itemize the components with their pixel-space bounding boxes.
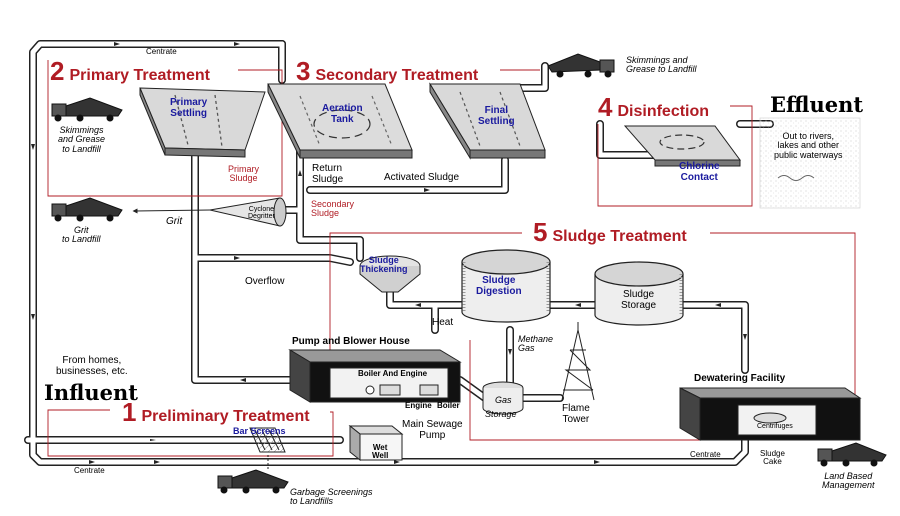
- sludge-cake-label: Sludge Cake: [760, 449, 785, 467]
- stage-3-label: Secondary Treatment: [315, 67, 479, 84]
- gas-label: Gas: [495, 395, 512, 405]
- receiving-water: [759, 117, 861, 209]
- influent-source-label: From homes, businesses, etc.: [56, 355, 128, 377]
- garbage-screenings-label: Garbage Screenings to Landfills: [290, 487, 373, 507]
- cyclone-degritter: [132, 197, 287, 227]
- aeration-tank: [267, 83, 413, 159]
- stage-2-label: Primary Treatment: [69, 67, 210, 84]
- aeration-tank-label: Aeration Tank: [322, 103, 363, 125]
- grit-landfill-label: Grit to Landfill: [62, 225, 101, 245]
- stage-4-label: Disinfection: [617, 103, 710, 120]
- engine-label: Engine: [405, 401, 432, 410]
- effluent-destination-label: Out to rivers, lakes and other public wa…: [774, 131, 843, 160]
- overflow-label: Overflow: [245, 276, 285, 287]
- wet-well-label: Wet Well: [372, 443, 389, 461]
- centrate-bottom-right-label: Centrate: [690, 450, 721, 459]
- flame-tower: [561, 322, 595, 401]
- influent-title: Influent: [44, 380, 138, 405]
- pump-blower-house: [288, 349, 462, 403]
- truck-grit-icon: [51, 197, 123, 222]
- sludge-storage-tank: [594, 261, 684, 326]
- stage-2-number: 2: [50, 56, 65, 86]
- cyclone-degritter-label: Cyclone Degritter: [248, 206, 275, 221]
- gas-storage: [482, 381, 524, 415]
- activated-sludge-label: Activated Sludge: [384, 172, 460, 183]
- stage-1-label: Preliminary Treatment: [141, 408, 310, 425]
- disinfection-stage-box: [597, 105, 753, 207]
- bar-screens: [249, 427, 286, 470]
- stage-3-number: 3: [296, 56, 311, 86]
- wet-well: [348, 424, 404, 462]
- centrate-bottom-left-label: Centrate: [74, 466, 105, 475]
- secondary-sludge-label: Secondary Sludge: [311, 199, 355, 219]
- sludge-digestion-label: Sludge Digestion: [476, 275, 522, 297]
- sludge-storage-label: Sludge Storage: [621, 289, 657, 311]
- pipe-network: [24, 40, 774, 466]
- bar-screens-label: Bar Screens: [233, 426, 286, 436]
- primary-settling-tank: [139, 87, 266, 158]
- land-based-label: Land Based Management: [822, 471, 875, 491]
- skimmings-left-label: Skimmings and Grease to Landfill: [58, 125, 106, 154]
- return-sludge-label: Return Sludge: [312, 163, 344, 185]
- primary-sludge-label: Primary Sludge: [228, 164, 259, 184]
- final-settling-tank: [429, 82, 546, 160]
- storage-label: Storage: [485, 409, 517, 419]
- primary-stage-box: [47, 60, 283, 197]
- boiler-label: Boiler: [437, 401, 460, 410]
- skimmings-top-label: Skimmings and Grease to Landfill: [626, 55, 697, 75]
- stage-5-number: 5: [533, 217, 548, 247]
- stage-1-number: 1: [122, 397, 137, 427]
- preliminary-stage-box: [47, 409, 334, 457]
- dewatering-facility-label: Dewatering Facility: [694, 373, 786, 384]
- chlorine-contact-tank: [623, 125, 741, 167]
- sludge-thickening-label: Sludge Thickening: [360, 255, 408, 275]
- sludge-thickening-tank: [359, 255, 421, 293]
- primary-settling-label: Primary Settling: [170, 97, 208, 119]
- grit-label: Grit: [166, 216, 183, 227]
- boiler-engine-label: Boiler And Engine: [358, 369, 428, 378]
- sludge-digester: [461, 249, 551, 323]
- pump-blower-house-label: Pump and Blower House: [292, 336, 410, 347]
- flame-tower-label: Flame Tower: [562, 403, 590, 425]
- methane-gas-label: Methane Gas: [518, 334, 554, 354]
- truck-garbage-icon: [217, 469, 289, 494]
- truck-skimmings-left-icon: [51, 97, 123, 122]
- chlorine-contact-label: Chlorine Contact: [679, 161, 720, 183]
- stage-5-label: Sludge Treatment: [552, 228, 687, 245]
- centrate-top-label: Centrate: [146, 47, 177, 56]
- effluent-title: Effluent: [770, 92, 864, 117]
- truck-land-based-icon: [817, 442, 887, 467]
- centrifuges-label: Centrifuges: [757, 423, 793, 430]
- main-sewage-pump-label: Main Sewage Pump: [402, 419, 463, 441]
- heat-label: Heat: [432, 317, 454, 328]
- dewatering-facility: [679, 387, 862, 441]
- final-settling-label: Final Settling: [478, 105, 515, 127]
- truck-skimmings-top-icon: [547, 53, 615, 78]
- stage-4-number: 4: [598, 92, 613, 122]
